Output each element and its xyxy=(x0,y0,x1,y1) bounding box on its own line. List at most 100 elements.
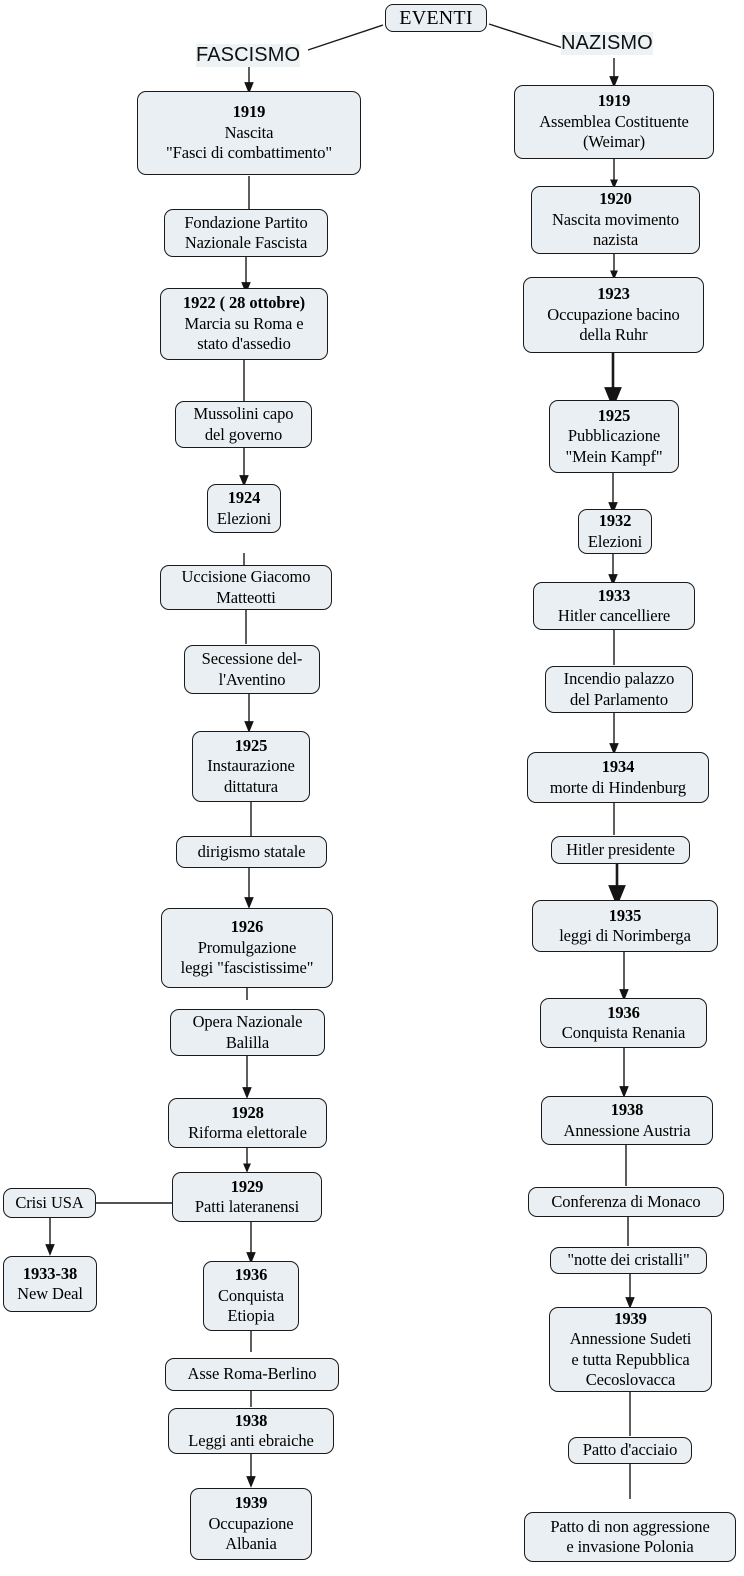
node-line: Opera Nazionale xyxy=(192,1012,303,1031)
node-year: 1919 xyxy=(232,102,266,122)
node-year: 1928 xyxy=(231,1102,264,1122)
node-line: Elezioni xyxy=(587,531,643,551)
node-line: Matteotti xyxy=(216,587,276,607)
branch-label-fascismo: FASCISMO xyxy=(196,44,301,67)
node-line: "notte dei cristalli" xyxy=(567,1250,690,1270)
node-f3[interactable]: 1922 ( 28 ottobre) Marcia su Roma e stat… xyxy=(160,288,328,360)
node-line: "Fasci di combattimento" xyxy=(166,143,332,163)
node-n2[interactable]: 1920 Nascita movimento nazista xyxy=(531,186,700,254)
node-n4[interactable]: 1925 Pubblicazione "Mein Kampf" xyxy=(549,400,679,473)
node-line: Conquista xyxy=(217,1285,285,1305)
node-line: Albania xyxy=(225,1534,277,1554)
node-line: Conferenza di Monaco xyxy=(551,1191,701,1211)
node-n15[interactable]: 1939 Annessione Sudeti e tutta Repubblic… xyxy=(549,1307,712,1392)
node-line: (Weimar) xyxy=(582,132,645,152)
node-line: Assemblea Costituente xyxy=(539,111,689,131)
node-line: Conquista Renania xyxy=(561,1023,686,1042)
node-line: Leggi anti ebraiche xyxy=(188,1431,314,1450)
node-f10[interactable]: 1926 Promulgazione leggi "fascistissime" xyxy=(161,908,333,988)
node-n17[interactable]: Patto di non aggressione e invasione Pol… xyxy=(524,1512,736,1562)
node-line: dirigismo statale xyxy=(197,841,306,861)
node-f14[interactable]: 1936 Conquista Etiopia xyxy=(203,1261,299,1331)
node-line: Instaurazione xyxy=(207,756,295,776)
node-line: Mussolini capo xyxy=(193,404,294,423)
node-n3[interactable]: 1923 Occupazione bacino della Ruhr xyxy=(523,277,704,353)
node-n11[interactable]: 1936 Conquista Renania xyxy=(540,998,707,1048)
node-f17[interactable]: 1939 Occupazione Albania xyxy=(190,1488,312,1560)
node-f5[interactable]: 1924 Elezioni xyxy=(207,484,281,533)
node-f2[interactable]: Fondazione Partito Nazionale Fascista xyxy=(164,209,328,257)
node-line: stato d'assedio xyxy=(197,334,291,354)
node-year: 1938 xyxy=(610,1100,644,1119)
node-n6[interactable]: 1933 Hitler cancelliere xyxy=(533,582,695,630)
node-f11[interactable]: Opera Nazionale Balilla xyxy=(170,1009,325,1056)
node-line: della Ruhr xyxy=(579,325,648,345)
node-f13[interactable]: 1929 Patti lateranensi xyxy=(172,1172,322,1222)
edge-root-fascismo xyxy=(307,24,384,51)
node-n10[interactable]: 1935 leggi di Norimberga xyxy=(532,900,718,952)
node-new-deal[interactable]: 1933-38 New Deal xyxy=(3,1256,97,1312)
node-year: 1938 xyxy=(234,1410,268,1430)
node-f6[interactable]: Uccisione Giacomo Matteotti xyxy=(160,565,332,610)
node-line: nazista xyxy=(592,230,639,250)
node-line: Pubblicazione xyxy=(567,426,661,446)
node-n13[interactable]: Conferenza di Monaco xyxy=(528,1187,724,1217)
node-year: 1936 xyxy=(234,1265,268,1285)
node-f7[interactable]: Secessione del- l'Aventino xyxy=(184,645,320,694)
node-f15[interactable]: Asse Roma-Berlino xyxy=(165,1358,339,1391)
node-line: Uccisione Giacomo xyxy=(181,567,311,586)
node-line: Nascita xyxy=(224,122,274,142)
node-f4[interactable]: Mussolini capo del governo xyxy=(175,401,312,448)
node-year: 1923 xyxy=(597,284,630,304)
node-f16[interactable]: 1938 Leggi anti ebraiche xyxy=(168,1408,334,1454)
node-line: Hitler presidente xyxy=(566,839,675,859)
node-crisi-usa[interactable]: Crisi USA xyxy=(3,1188,96,1218)
node-line: Fondazione Partito xyxy=(184,212,308,232)
node-line: Occupazione bacino xyxy=(547,304,680,324)
node-line: Cecoslovacca xyxy=(585,1370,676,1389)
node-line: Etiopia xyxy=(227,1306,275,1326)
node-year: 1935 xyxy=(608,905,642,925)
node-line: e tutta Repubblica xyxy=(571,1349,690,1369)
node-n12[interactable]: 1938 Annessione Austria xyxy=(541,1096,713,1145)
node-line: Occupazione xyxy=(208,1513,294,1533)
node-year: 1933 xyxy=(597,585,631,605)
node-line: Riforma elettorale xyxy=(188,1123,307,1142)
node-line: Balilla xyxy=(225,1032,270,1052)
node-year: 1925 xyxy=(234,735,268,755)
node-line: l'Aventino xyxy=(218,669,286,689)
node-year: 1933-38 xyxy=(22,1263,78,1283)
node-f9[interactable]: dirigismo statale xyxy=(176,836,327,868)
node-year: 1919 xyxy=(597,91,631,111)
node-line: dittatura xyxy=(223,776,279,796)
node-label: EVENTI xyxy=(399,6,473,29)
node-line: Promulgazione xyxy=(197,937,297,957)
node-n16[interactable]: Patto d'acciaio xyxy=(568,1437,692,1464)
node-line: Annessione Austria xyxy=(563,1120,691,1140)
node-line: Annessione Sudeti xyxy=(569,1329,692,1348)
node-year: 1925 xyxy=(597,405,631,425)
node-f1[interactable]: 1919 Nascita "Fasci di combattimento" xyxy=(137,91,361,175)
node-n14[interactable]: "notte dei cristalli" xyxy=(550,1247,707,1274)
node-eventi[interactable]: EVENTI xyxy=(385,4,487,32)
node-line: Marcia su Roma e xyxy=(184,313,304,333)
node-line: "Mein Kampf" xyxy=(565,446,663,466)
node-line: Patti lateranensi xyxy=(194,1197,300,1216)
node-f8[interactable]: 1925 Instaurazione dittatura xyxy=(192,731,310,802)
node-year: 1934 xyxy=(601,757,635,776)
node-f12[interactable]: 1928 Riforma elettorale xyxy=(168,1098,327,1148)
edge-root-nazismo xyxy=(488,23,567,50)
node-year: 1929 xyxy=(230,1176,264,1196)
node-n7[interactable]: Incendio palazzo del Parlamento xyxy=(545,666,693,713)
node-line: Crisi USA xyxy=(15,1192,84,1212)
node-line: Patto d'acciaio xyxy=(582,1440,678,1460)
node-n8[interactable]: 1934 morte di Hindenburg xyxy=(527,752,709,803)
node-line: leggi di Norimberga xyxy=(559,926,691,945)
node-n1[interactable]: 1919 Assemblea Costituente (Weimar) xyxy=(514,85,714,159)
node-n5[interactable]: 1932 Elezioni xyxy=(578,509,652,554)
branch-label-nazismo: NAZISMO xyxy=(561,32,653,55)
node-line: del Parlamento xyxy=(569,689,669,709)
node-n9[interactable]: Hitler presidente xyxy=(551,836,690,864)
